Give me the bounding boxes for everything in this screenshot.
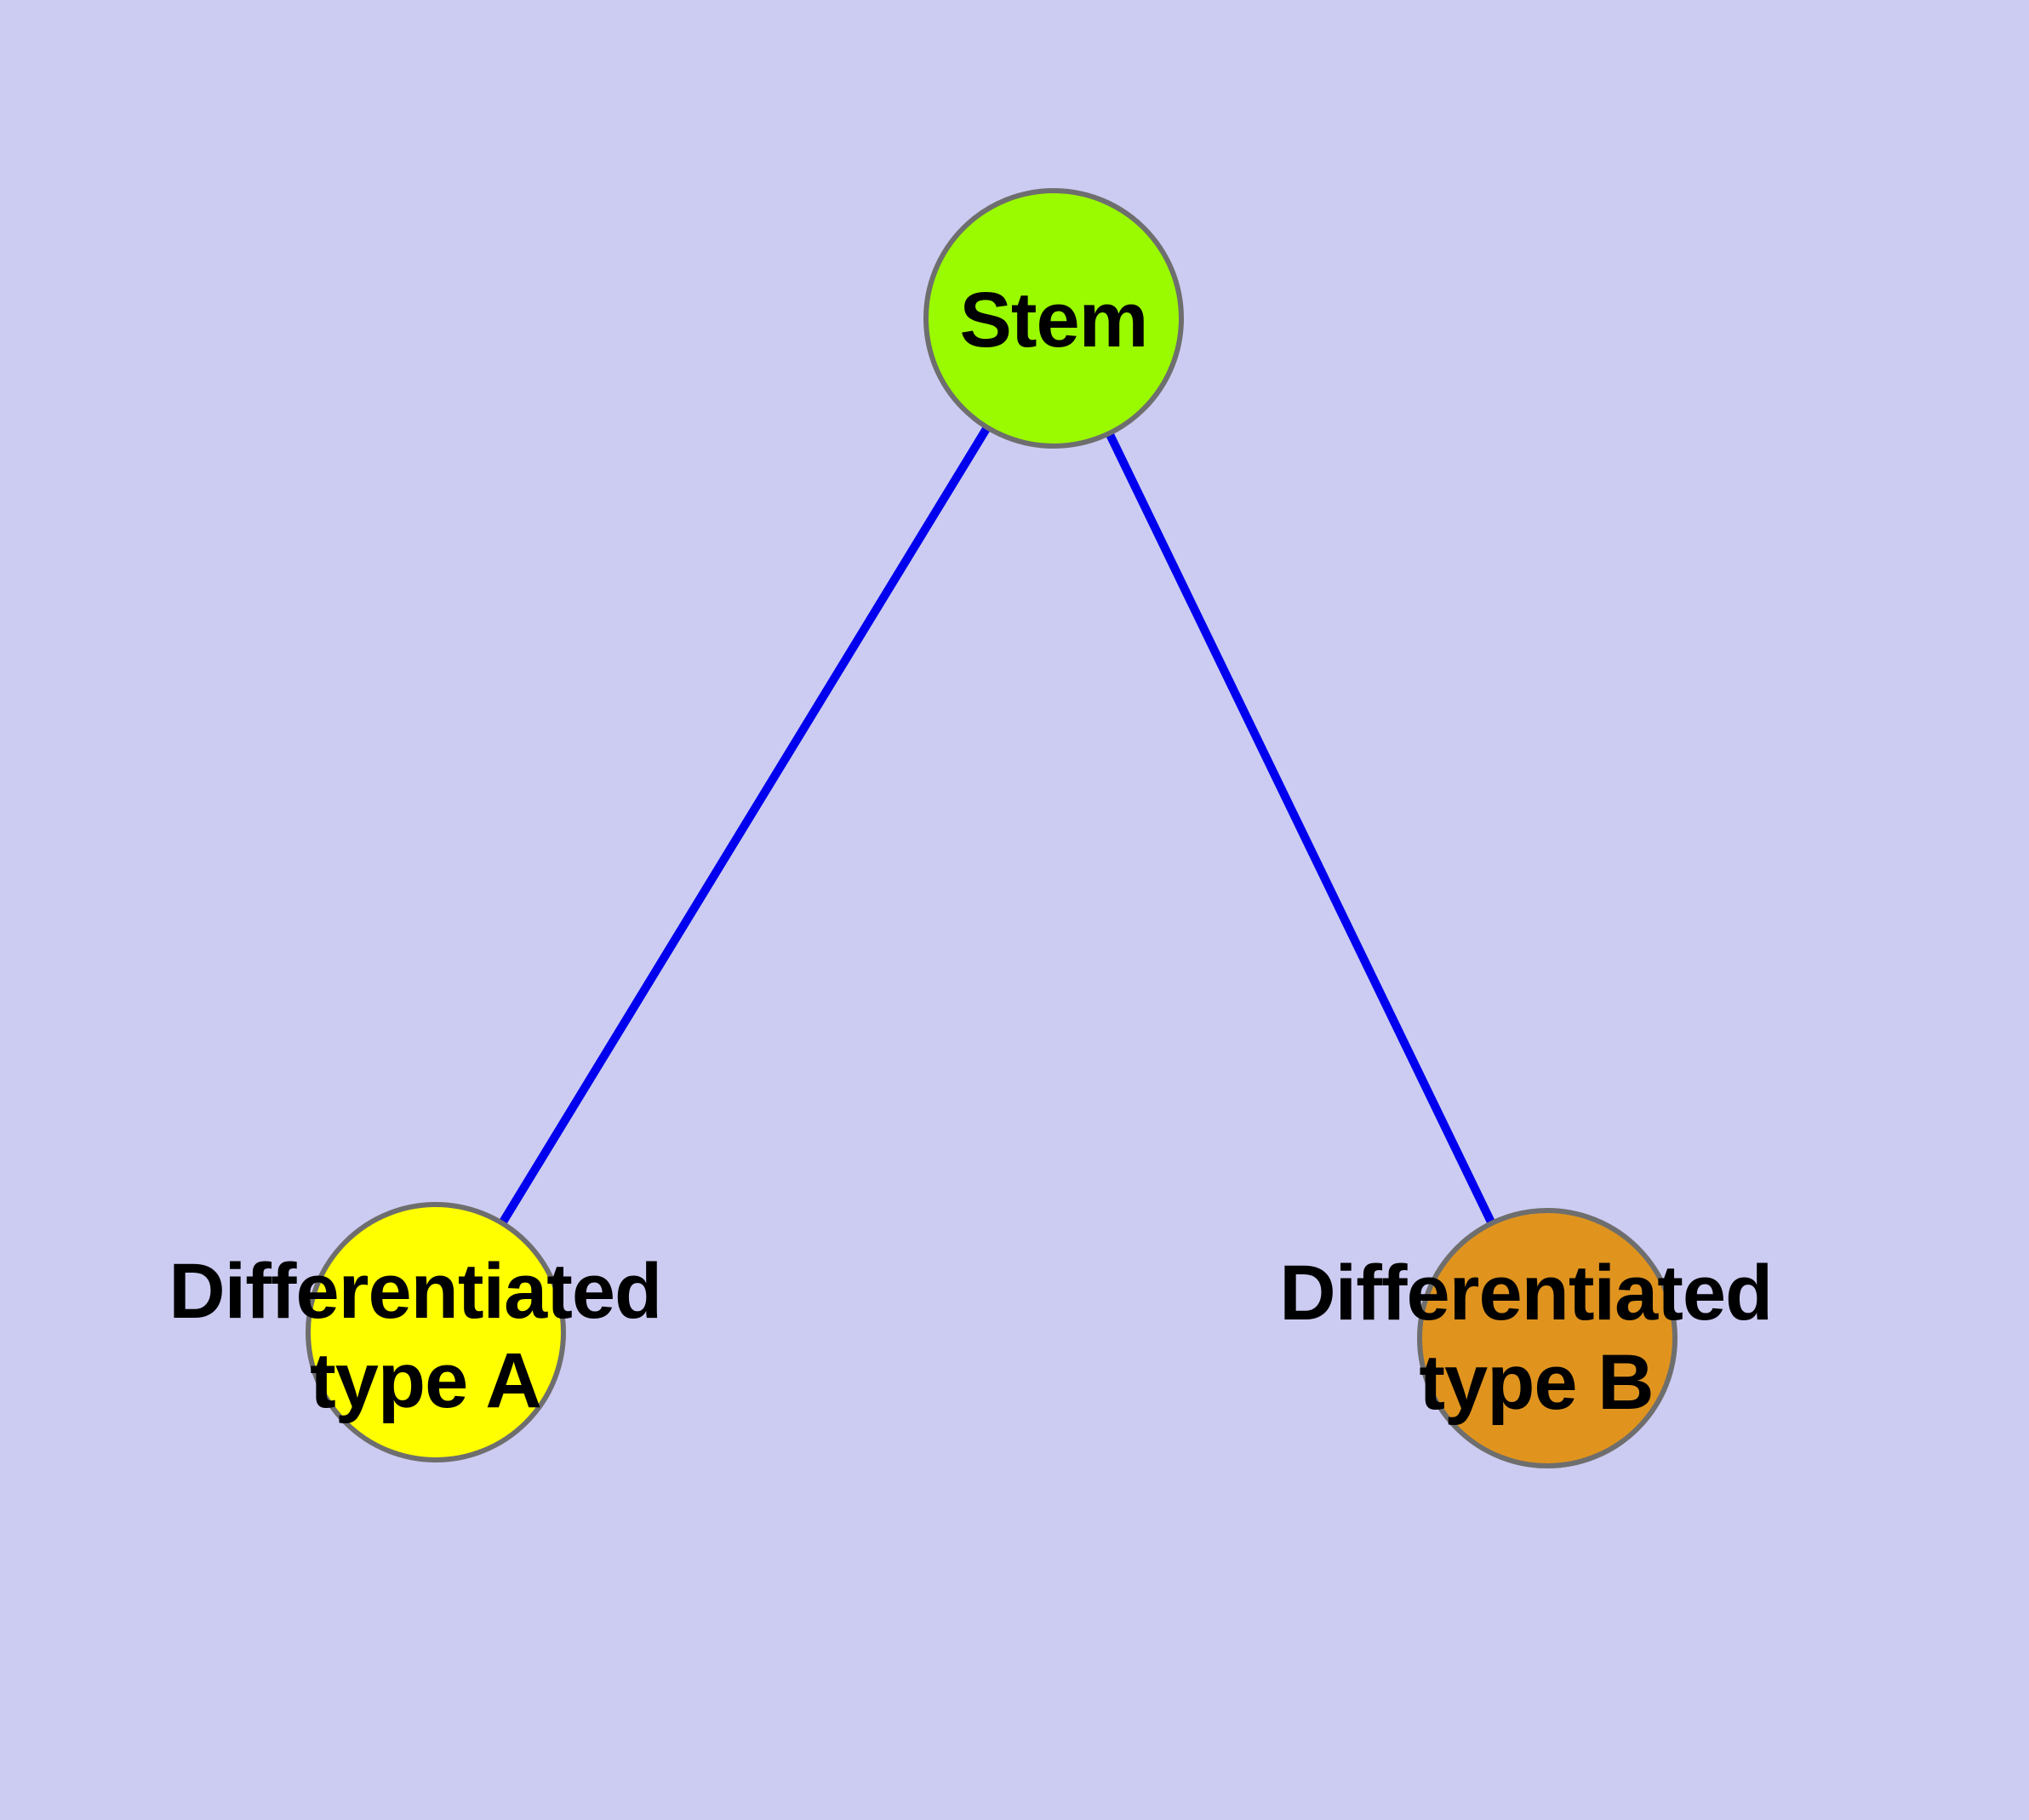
node-typeB-label: Differentiated type B [1279, 1250, 1793, 1426]
node-typeA-circle [306, 1202, 566, 1462]
node-typeA-label-line2: type A [310, 1337, 541, 1424]
node-typeB-label-line2: type B [1419, 1339, 1653, 1426]
node-stem-label: Stem [960, 277, 1148, 363]
edge-stem-to-typeB [1049, 316, 1552, 1341]
node-stem-circle [923, 188, 1184, 449]
node-typeA-label-line1: Differentiated [169, 1248, 661, 1335]
node-typeB-label-line1: Differentiated [1279, 1250, 1772, 1336]
node-stem-label-line1: Stem [960, 277, 1148, 363]
node-typeA-label: Differentiated type A [169, 1248, 683, 1424]
node-typeB-circle [1417, 1208, 1677, 1468]
edge-stem-to-typeA [432, 316, 1058, 1335]
